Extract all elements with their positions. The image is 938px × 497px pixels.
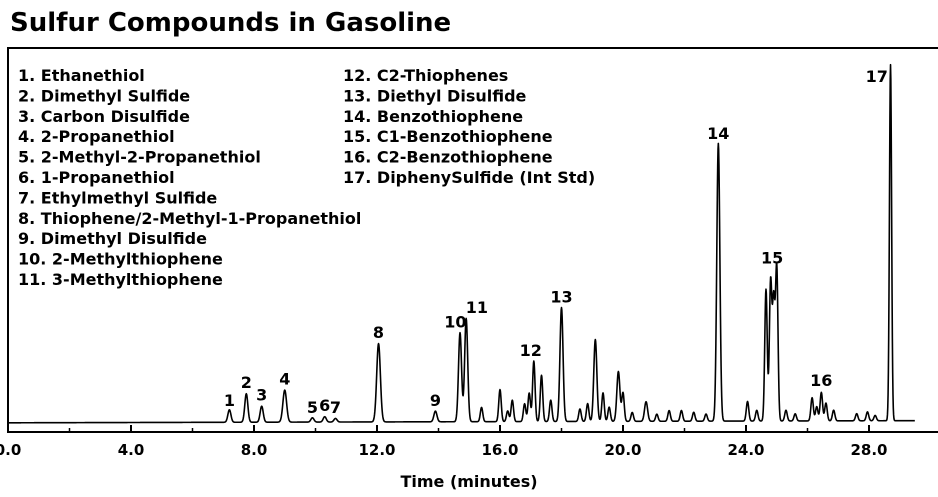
peak-label-2: 2 (241, 373, 252, 392)
legend-item-5: 5. 2-Methyl-2-Propanethiol (18, 148, 261, 167)
peak-label-7: 7 (330, 398, 341, 417)
legend-item-2: 2. Dimethyl Sulfide (18, 86, 190, 105)
peak-label-9: 9 (430, 391, 441, 410)
x-tick-label-2: 8.0 (241, 441, 268, 459)
legend-item-4: 4. 2-Propanethiol (18, 127, 175, 146)
peak-label-17: 17 (866, 67, 888, 86)
x-tick-label-4: 16.0 (481, 441, 518, 459)
peak-label-15: 15 (761, 248, 783, 267)
peak-label-6: 6 (319, 396, 330, 415)
legend-item-17: 17. DiphenySulfide (Int Std) (343, 168, 595, 187)
x-axis: 0.0 4.0 8.0 12.0 16.0 20.0 24.0 28.0 (0, 425, 888, 459)
legend-item-15: 15. C1-Benzothiophene (343, 127, 553, 146)
chromatogram-trace (7, 63, 916, 424)
plot-frame (7, 47, 938, 433)
legend-item-11: 11. 3-Methylthiophene (18, 270, 223, 289)
x-tick-label-1: 4.0 (118, 441, 145, 459)
x-tick-label-6: 24.0 (727, 441, 764, 459)
peak-label-16: 16 (810, 371, 832, 390)
peak-label-5: 5 (307, 398, 318, 417)
legend-item-6: 6. 1-Propanethiol (18, 168, 175, 187)
legend-item-7: 7. Ethylmethyl Sulfide (18, 188, 217, 207)
peak-label-3: 3 (256, 385, 267, 404)
chart-title: Sulfur Compounds in Gasoline (10, 8, 452, 38)
x-tick-label-5: 20.0 (604, 441, 641, 459)
legend-item-14: 14. Benzothiophene (343, 107, 523, 126)
peak-label-8: 8 (373, 323, 384, 342)
x-tick-label-7: 28.0 (850, 441, 887, 459)
x-tick-label-3: 12.0 (358, 441, 395, 459)
x-axis-title: Time (minutes) (400, 472, 537, 491)
peak-label-12: 12 (520, 341, 542, 360)
legend-item-16: 16. C2-Benzothiophene (343, 148, 553, 167)
legend-item-13: 13. Diethyl Disulfide (343, 86, 527, 105)
legend-item-10: 10. 2-Methylthiophene (18, 250, 223, 269)
legend-item-9: 9. Dimethyl Disulfide (18, 229, 207, 248)
legend-item-1: 1. Ethanethiol (18, 66, 145, 85)
legend-item-12: 12. C2-Thiophenes (343, 66, 508, 85)
peak-label-11: 11 (466, 298, 488, 317)
peak-label-4: 4 (279, 369, 290, 388)
peak-label-10: 10 (444, 312, 466, 331)
peak-label-1: 1 (224, 391, 235, 410)
legend-item-8: 8. Thiophene/2-Methyl-1-Propanethiol (18, 209, 361, 228)
legend-item-3: 3. Carbon Disulfide (18, 107, 190, 126)
peak-label-14: 14 (707, 124, 729, 143)
x-tick-label-0: 0.0 (0, 441, 21, 459)
peak-label-13: 13 (550, 288, 572, 307)
